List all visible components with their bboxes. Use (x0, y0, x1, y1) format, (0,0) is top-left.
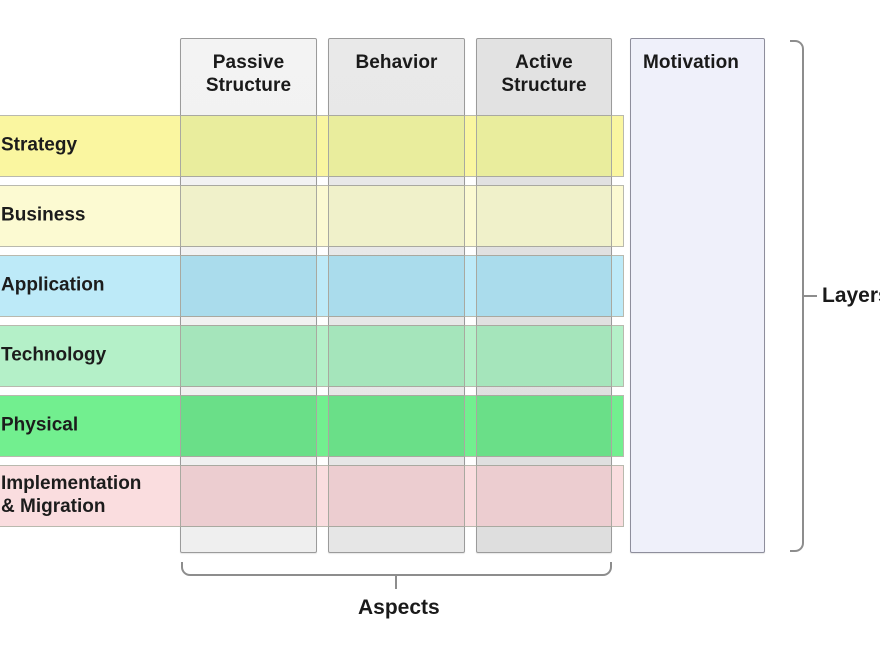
aspects-bracket-tick (395, 576, 397, 589)
cell-business-active-structure[interactable] (476, 185, 612, 247)
cell-technology-passive-structure[interactable] (180, 325, 317, 387)
motivation-column-label: Motivation (643, 52, 739, 73)
cell-technology-behavior[interactable] (328, 325, 465, 387)
aspect-column-label-passive-structure: Passive Structure (205, 52, 292, 97)
aspects-bracket-label: Aspects (358, 596, 440, 619)
cell-technology-active-structure[interactable] (476, 325, 612, 387)
cell-business-behavior[interactable] (328, 185, 465, 247)
layers-bracket (790, 40, 804, 552)
aspects-bracket (181, 562, 612, 576)
cell-application-passive-structure[interactable] (180, 255, 317, 317)
aspect-column-label-behavior: Behavior (355, 52, 438, 73)
cell-physical-passive-structure[interactable] (180, 395, 317, 457)
cell-business-passive-structure[interactable] (180, 185, 317, 247)
cell-strategy-active-structure[interactable] (476, 115, 612, 177)
layers-bracket-tick (804, 295, 817, 297)
cell-application-active-structure[interactable] (476, 255, 612, 317)
layer-label-implementation: Implementation & Migration (1, 473, 142, 517)
layer-label-application: Application (1, 274, 105, 296)
cell-implementation-active-structure[interactable] (476, 465, 612, 527)
layer-label-technology: Technology (1, 344, 107, 366)
layer-label-strategy: Strategy (1, 134, 78, 156)
motivation-column[interactable]: Motivation (630, 38, 765, 553)
layers-bracket-label: Layers (822, 284, 880, 307)
layer-label-physical: Physical (1, 414, 79, 436)
layer-label-business: Business (1, 204, 86, 226)
cell-strategy-behavior[interactable] (328, 115, 465, 177)
cell-application-behavior[interactable] (328, 255, 465, 317)
cell-implementation-behavior[interactable] (328, 465, 465, 527)
cell-strategy-passive-structure[interactable] (180, 115, 317, 177)
cell-physical-behavior[interactable] (328, 395, 465, 457)
aspect-column-label-active-structure: Active Structure (501, 52, 587, 97)
cell-implementation-passive-structure[interactable] (180, 465, 317, 527)
cell-physical-active-structure[interactable] (476, 395, 612, 457)
